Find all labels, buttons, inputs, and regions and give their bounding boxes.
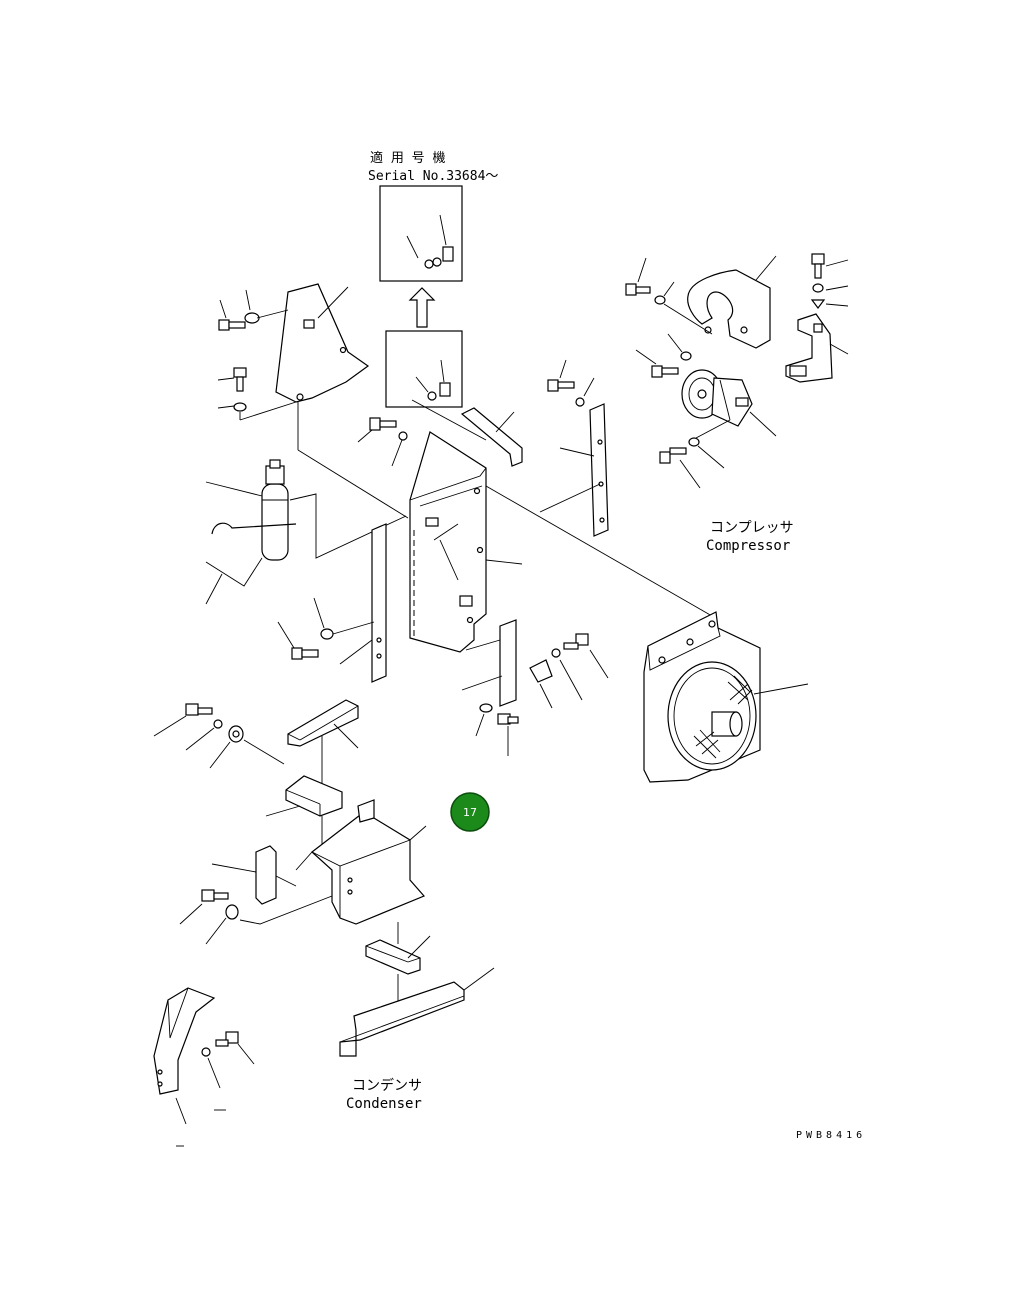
condenser-label-english: Condenser xyxy=(346,1096,422,1112)
bolt-group-left xyxy=(277,597,375,660)
bolt-group-lower-left xyxy=(153,703,285,769)
vertical-rail-right xyxy=(539,359,609,537)
detail-arrow-icon xyxy=(408,287,436,328)
drawing-code: PWB8416 xyxy=(796,1130,866,1141)
condenser-fan-unit xyxy=(643,611,809,783)
compressor-label: コンプレッサ Compressor xyxy=(706,520,794,554)
upper-left-bracket xyxy=(217,283,370,421)
leader-frame-to-condenser xyxy=(485,485,713,617)
support-bracket-bottom-left xyxy=(153,987,255,1147)
page-marker[interactable]: 17 xyxy=(450,792,490,832)
lower-bars xyxy=(211,699,359,905)
page-marker-number[interactable]: 17 xyxy=(463,806,477,819)
bolt-group-center xyxy=(357,417,408,467)
serial-note: 適 用 号 機 Serial No.33684～ xyxy=(368,150,498,184)
condenser-frame xyxy=(409,431,523,653)
condenser-label: コンデンサ Condenser xyxy=(346,1077,422,1112)
lower-plate xyxy=(339,922,495,1057)
box-bracket-lower xyxy=(295,799,427,925)
serial-note-number: Serial No.33684～ xyxy=(368,169,498,184)
mount-bracket-center xyxy=(461,619,609,756)
vertical-strip-left xyxy=(339,523,387,683)
top-angled-strip xyxy=(460,407,523,467)
bolt-group-box xyxy=(179,889,333,945)
detail-box-lower xyxy=(385,330,463,408)
serial-note-japanese: 適 用 号 機 xyxy=(370,150,445,166)
receiver-drier xyxy=(205,459,407,605)
compressor-label-english: Compressor xyxy=(706,538,790,554)
page-marker-circle[interactable] xyxy=(450,792,490,832)
compressor-label-japanese: コンプレッサ xyxy=(710,520,794,536)
condenser-label-japanese: コンデンサ xyxy=(352,1077,422,1094)
compressor-group xyxy=(625,253,849,489)
detail-box-upper xyxy=(379,185,463,282)
